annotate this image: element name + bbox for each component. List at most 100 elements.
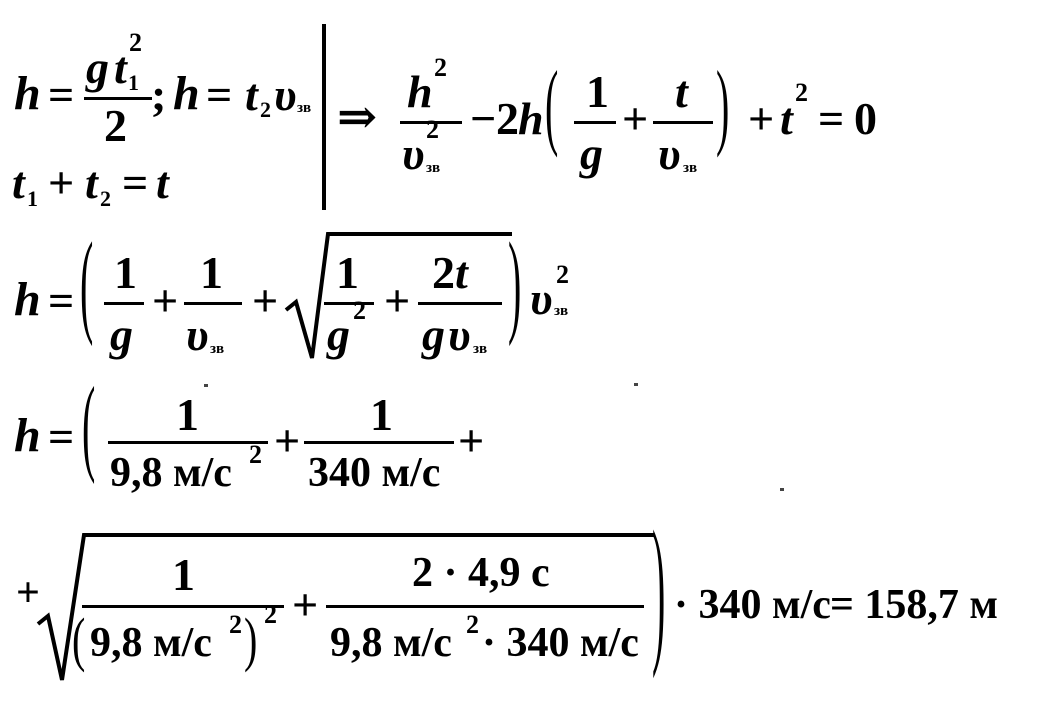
- plus-sign: +: [458, 415, 485, 466]
- fraction-bar: [326, 605, 644, 608]
- equals-sign: =: [818, 93, 845, 144]
- plus-sign: +: [274, 415, 301, 466]
- subscript: 2: [260, 97, 271, 122]
- exponent: 2: [129, 28, 142, 57]
- fraction-bar: [184, 302, 242, 305]
- exponent: 2: [426, 115, 439, 144]
- exponent: 2: [353, 296, 366, 325]
- var-t: t: [85, 157, 98, 208]
- system-divider: [322, 24, 326, 210]
- v-value: · 340 м/с: [482, 620, 639, 666]
- number: 1: [176, 389, 199, 440]
- number: 2: [104, 100, 127, 151]
- number: 1: [200, 247, 223, 298]
- scan-speck: [634, 383, 638, 386]
- number: 1: [586, 66, 609, 117]
- var-v: υ: [186, 309, 209, 360]
- equals-sign: =: [122, 157, 149, 208]
- var-t: t: [245, 69, 258, 120]
- fraction-bar: [574, 121, 616, 124]
- g-value: 9,8 м/с: [330, 620, 452, 666]
- exponent: 2: [249, 440, 262, 469]
- minus-sign: −: [470, 93, 497, 144]
- multiplier: · 340 м/с: [674, 582, 831, 628]
- g-value: 9,8 м/с: [90, 620, 212, 666]
- equals-sign: =: [48, 275, 75, 326]
- scan-speck: [204, 384, 208, 387]
- subscript-zv: зв: [426, 160, 441, 176]
- subscript-zv: зв: [297, 100, 312, 116]
- right-paren: ): [652, 495, 666, 681]
- sqrt-sign: [36, 533, 654, 681]
- left-paren: (: [72, 605, 86, 673]
- exponent: 2: [795, 78, 808, 107]
- number: 1: [370, 389, 393, 440]
- var-g: g: [110, 309, 133, 360]
- var-g: g: [86, 42, 109, 93]
- subscript: 2: [100, 186, 111, 211]
- var-v: υ: [274, 69, 297, 120]
- var-h: h: [407, 66, 433, 117]
- number: 1: [114, 247, 137, 298]
- var-g: g: [327, 309, 350, 360]
- plus-sign: +: [748, 93, 775, 144]
- result-value: = 158,7 м: [830, 582, 999, 628]
- equals-sign: =: [206, 69, 233, 120]
- var-h: h: [14, 273, 41, 326]
- sqrt-sign: [284, 232, 512, 359]
- subscript-zv: зв: [210, 341, 225, 357]
- v-value: 340 м/с: [308, 450, 441, 496]
- var-v: υ: [658, 128, 681, 179]
- fraction-bar: [84, 97, 152, 100]
- var-t: t: [675, 66, 688, 117]
- subscript: 1: [128, 70, 139, 95]
- plus-sign: +: [48, 157, 75, 208]
- number-zero: 0: [854, 93, 877, 144]
- number: 1: [172, 549, 195, 600]
- var-h: h: [14, 67, 41, 120]
- subscript-zv: зв: [473, 341, 488, 357]
- scan-speck: [780, 488, 784, 491]
- exponent: 2: [556, 260, 569, 289]
- fraction-bar: [104, 302, 144, 305]
- var-t: t: [156, 157, 169, 208]
- fraction-bar: [653, 121, 713, 124]
- var-v: υ: [530, 273, 553, 324]
- number: 2: [432, 247, 455, 298]
- right-paren: ): [244, 605, 258, 673]
- plus-sign: +: [292, 579, 319, 630]
- subscript-zv: зв: [554, 303, 569, 319]
- exponent: 2: [229, 610, 242, 639]
- left-paren: (: [80, 217, 94, 348]
- plus-sign: +: [152, 275, 179, 326]
- fraction-bar: [108, 441, 268, 444]
- fraction-bar: [400, 121, 462, 124]
- fraction-bar: [304, 441, 454, 444]
- exponent: 2: [466, 610, 479, 639]
- equals-sign: =: [48, 411, 75, 462]
- var-h: h: [518, 93, 544, 144]
- fraction-bar: [418, 302, 502, 305]
- equals-sign: =: [48, 69, 75, 120]
- g-value: 9,8 м/с: [110, 450, 232, 496]
- var-v: υ: [448, 309, 471, 360]
- var-h: h: [14, 409, 41, 462]
- number: 1: [336, 247, 359, 298]
- var-t: t: [455, 247, 468, 298]
- var-g: g: [422, 309, 445, 360]
- var-g: g: [580, 128, 603, 179]
- var-v: υ: [402, 128, 425, 179]
- plus-sign: +: [622, 93, 649, 144]
- var-t: t: [12, 157, 25, 208]
- plus-sign: +: [384, 275, 411, 326]
- semicolon: ;: [151, 69, 167, 120]
- number: 2: [496, 93, 519, 144]
- left-paren: (: [545, 50, 559, 159]
- fraction-bar: [324, 302, 374, 305]
- exponent: 2: [434, 53, 447, 82]
- plus-sign: +: [252, 275, 279, 326]
- right-paren: ): [716, 50, 730, 159]
- fraction-bar: [82, 605, 284, 608]
- var-t: t: [114, 42, 127, 93]
